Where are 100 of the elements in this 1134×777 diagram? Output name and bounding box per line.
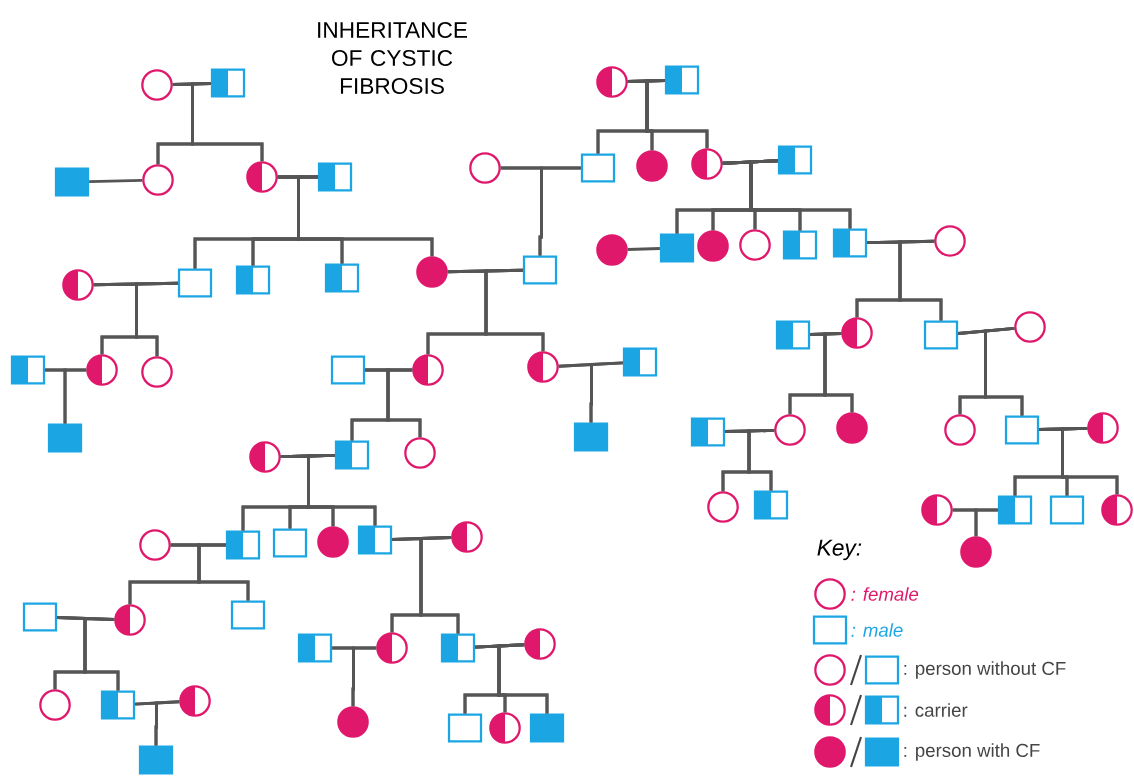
connector-line bbox=[898, 239, 943, 321]
circle-symbol bbox=[249, 441, 281, 473]
circle-symbol bbox=[691, 148, 723, 180]
connector-line bbox=[154, 700, 180, 746]
square-symbol bbox=[330, 355, 366, 385]
circle-symbol bbox=[1087, 412, 1119, 444]
square-symbol bbox=[138, 745, 174, 775]
square-symbol bbox=[923, 320, 959, 350]
square-symbol bbox=[235, 265, 271, 295]
connector-line bbox=[1061, 426, 1119, 495]
circle-symbol bbox=[404, 437, 436, 469]
circle-symbol bbox=[636, 150, 668, 182]
legend-label: : person without CF bbox=[904, 661, 1066, 679]
circle-symbol bbox=[527, 351, 559, 383]
circle-symbol bbox=[142, 164, 174, 196]
circle-symbol bbox=[489, 712, 521, 744]
square-symbol bbox=[100, 690, 136, 720]
square-symbol bbox=[997, 495, 1033, 525]
square-symbol bbox=[334, 440, 370, 470]
circle-symbol bbox=[841, 317, 873, 349]
square-symbol bbox=[210, 68, 246, 98]
circle-symbol bbox=[86, 354, 118, 386]
title: INHERITANCE OF CYSTIC FIBROSIS bbox=[318, 21, 467, 95]
connector-line bbox=[63, 368, 87, 424]
connector-line bbox=[747, 428, 775, 491]
square-symbol bbox=[573, 422, 609, 452]
square-symbol bbox=[529, 713, 565, 743]
square-symbol bbox=[1049, 495, 1085, 525]
square-symbol bbox=[782, 230, 818, 260]
connector-line bbox=[984, 326, 1024, 416]
circle-symbol bbox=[944, 414, 976, 446]
connector-line bbox=[497, 643, 549, 714]
connector-line bbox=[197, 543, 250, 601]
circle-symbol bbox=[739, 229, 771, 261]
connector-line bbox=[135, 281, 178, 357]
square-symbol bbox=[522, 255, 558, 285]
circle-symbol bbox=[451, 521, 483, 553]
circle-symbol bbox=[596, 234, 628, 266]
circle-symbol bbox=[139, 529, 171, 561]
connector-line bbox=[83, 616, 120, 691]
circle-symbol bbox=[246, 161, 278, 193]
connector-line bbox=[627, 247, 660, 251]
connector-line bbox=[351, 646, 377, 707]
circle-symbol bbox=[376, 632, 408, 664]
circle-symbol bbox=[707, 491, 739, 523]
connector-line bbox=[307, 453, 377, 526]
connector-line bbox=[749, 159, 852, 229]
square-symbol bbox=[622, 347, 658, 377]
circle-symbol bbox=[317, 526, 349, 558]
square-symbol bbox=[317, 162, 353, 192]
circle-symbol bbox=[337, 706, 369, 738]
circle-symbol bbox=[774, 414, 806, 446]
circle-symbol bbox=[62, 269, 94, 301]
square-symbol bbox=[775, 320, 811, 350]
circle-symbol bbox=[1101, 494, 1133, 526]
square-symbol bbox=[440, 633, 476, 663]
circle-symbol bbox=[39, 689, 71, 721]
legend-label: : male bbox=[851, 623, 903, 637]
circle-symbol bbox=[141, 69, 173, 101]
circle-symbol bbox=[469, 152, 501, 184]
circle-symbol bbox=[921, 494, 953, 526]
square-symbol bbox=[297, 633, 333, 663]
square-symbol bbox=[10, 355, 46, 385]
circle-symbol bbox=[416, 256, 448, 288]
connector-line bbox=[191, 82, 264, 162]
connector-line bbox=[645, 79, 709, 149]
connector-line bbox=[419, 536, 460, 634]
connector-line bbox=[823, 332, 854, 413]
connector-line bbox=[89, 178, 143, 184]
square-symbol bbox=[54, 167, 90, 197]
square-symbol bbox=[324, 263, 360, 293]
connector-line bbox=[589, 361, 623, 423]
connector-line bbox=[974, 508, 998, 537]
square-symbol bbox=[230, 600, 266, 630]
square-symbol bbox=[777, 145, 813, 175]
square-symbol bbox=[177, 268, 213, 298]
connector-line bbox=[538, 166, 581, 256]
square-symbol bbox=[580, 153, 616, 183]
square-symbol bbox=[832, 228, 868, 258]
circle-symbol bbox=[141, 356, 173, 388]
square-symbol bbox=[225, 530, 261, 560]
square-symbol bbox=[690, 417, 726, 447]
circle-symbol bbox=[1014, 311, 1046, 343]
square-symbol bbox=[357, 525, 393, 555]
circle-symbol bbox=[697, 230, 729, 262]
circle-symbol bbox=[524, 628, 556, 660]
circle-symbol bbox=[412, 354, 444, 386]
square-symbol bbox=[659, 233, 695, 263]
circle-symbol bbox=[934, 225, 966, 257]
legend-label: : female bbox=[851, 587, 919, 601]
square-symbol bbox=[664, 65, 700, 95]
circle-symbol bbox=[596, 66, 628, 98]
legend-heading: Key: bbox=[817, 539, 862, 561]
legend-label: : person with CF bbox=[904, 743, 1040, 761]
square-symbol bbox=[447, 713, 483, 743]
square-symbol bbox=[272, 528, 308, 558]
square-symbol bbox=[22, 602, 58, 632]
connector-line bbox=[484, 268, 545, 352]
legend-label: : carrier bbox=[904, 703, 968, 717]
connector-line bbox=[386, 368, 422, 438]
